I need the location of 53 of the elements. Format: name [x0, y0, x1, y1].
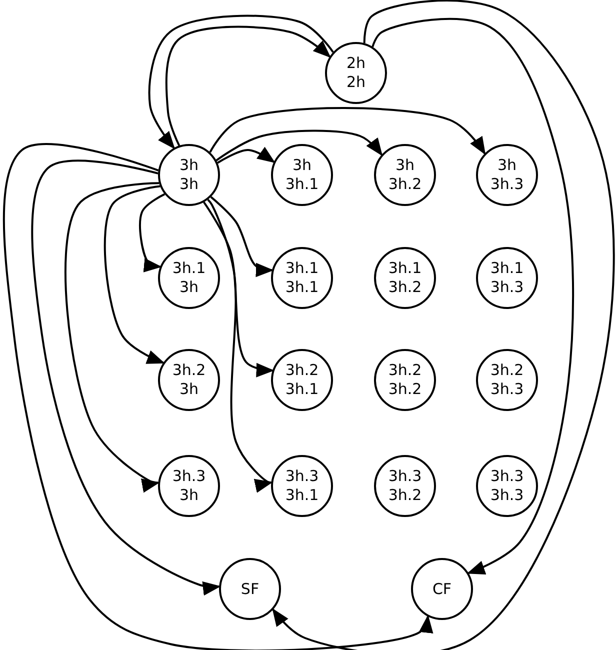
- state-label: 3h.3: [490, 467, 524, 486]
- state-label: 3h.3: [172, 467, 206, 486]
- state-label: 3h.2: [490, 361, 524, 380]
- arrow: [217, 146, 276, 164]
- state-circle: [325, 42, 387, 104]
- arrow: [165, 26, 331, 146]
- arrow: [372, 18, 574, 574]
- state-label: 3h.2: [388, 278, 422, 297]
- state-label: 2h: [346, 73, 366, 92]
- state-label: CF: [432, 580, 452, 598]
- arrow: [216, 130, 383, 162]
- state-label: 3h.3: [285, 467, 319, 486]
- state-label: 3h: [179, 380, 199, 399]
- state-label: 3h.1: [388, 259, 422, 278]
- state-label: 3h: [179, 156, 199, 175]
- state-label: 3h.2: [388, 175, 422, 194]
- state-label: 3h.1: [490, 259, 524, 278]
- state-label: 3h.1: [285, 259, 319, 278]
- state-label: 3h.3: [490, 175, 524, 194]
- state-label: 2h: [346, 54, 366, 73]
- state-label: 3h.1: [285, 278, 319, 297]
- state-label: 3h.1: [172, 259, 206, 278]
- state-label: 3h.3: [490, 380, 524, 399]
- state-label: 3h.1: [285, 380, 319, 399]
- arrow: [31, 160, 221, 596]
- state-label: 3h.3: [490, 486, 524, 505]
- state-label: 3h: [179, 486, 199, 505]
- arrow: [272, 0, 615, 650]
- state-label: 3h: [395, 156, 415, 175]
- state-label: 3h.3: [388, 467, 422, 486]
- state-label: SF: [240, 580, 260, 598]
- state-label: 3h.2: [388, 380, 422, 399]
- state-label: 3h: [497, 156, 517, 175]
- state-label: 3h.2: [388, 486, 422, 505]
- state-label: 3h.2: [285, 361, 319, 380]
- arrow: [139, 193, 166, 272]
- state-label: 3h.2: [388, 361, 422, 380]
- state-label: 3h.2: [172, 361, 206, 380]
- state-label: 3h: [179, 278, 199, 297]
- state-circle: [158, 144, 220, 206]
- state-label: 3h.1: [285, 175, 319, 194]
- arrow: [3, 143, 433, 650]
- state-label: 3h: [179, 175, 199, 194]
- arrow: [207, 198, 273, 493]
- arrow: [203, 202, 274, 378]
- arrow: [210, 196, 274, 278]
- arrow: [104, 185, 165, 364]
- state-label: 3h: [292, 156, 312, 175]
- arrow: [209, 107, 486, 155]
- arrow: [64, 182, 160, 492]
- state-label: 3h.1: [285, 486, 319, 505]
- state-label: 3h.3: [490, 278, 524, 297]
- arrow: [148, 14, 334, 150]
